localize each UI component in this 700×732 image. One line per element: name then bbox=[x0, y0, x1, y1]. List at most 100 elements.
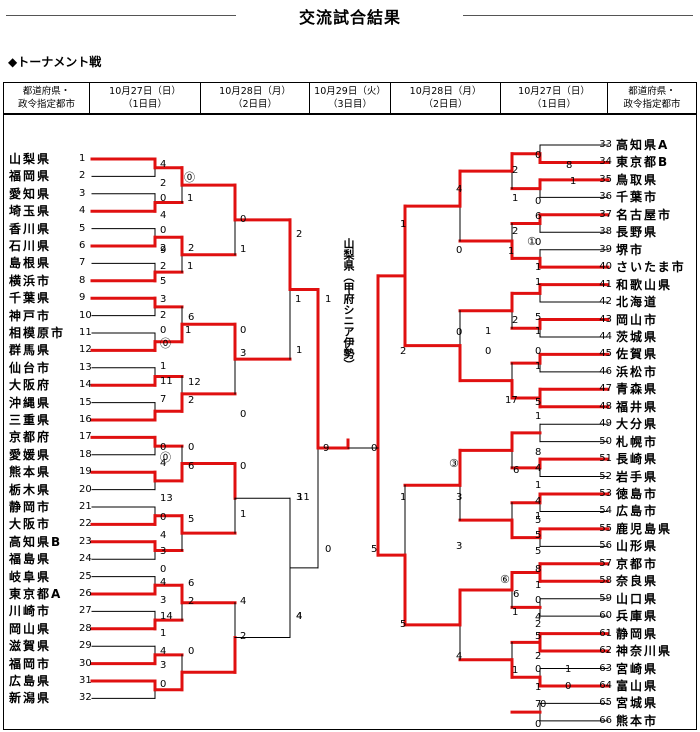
score-label: 1 bbox=[535, 511, 542, 522]
team-name-left: 高知県B bbox=[9, 534, 63, 549]
score-label: 0 bbox=[160, 225, 167, 236]
forfeit-mark: ① bbox=[527, 235, 537, 248]
team-number: 45 bbox=[599, 348, 612, 360]
team-name-right: 大分県 bbox=[616, 417, 659, 432]
team-name-left: 三重県 bbox=[9, 413, 52, 427]
team-number: 1 bbox=[79, 153, 86, 164]
team-number: 65 bbox=[599, 697, 612, 709]
score-label: 2 bbox=[160, 261, 167, 272]
score-label: 4 bbox=[296, 611, 303, 622]
score-label: 2 bbox=[160, 243, 167, 254]
team-name-right: 札幌市 bbox=[616, 434, 659, 449]
score-label: 3 bbox=[240, 348, 247, 359]
score-label: 0 bbox=[188, 442, 195, 453]
forfeit-mark: ⓪ bbox=[160, 337, 171, 350]
team-name-right: さいたま市 bbox=[616, 260, 686, 275]
team-name-left: 沖縄県 bbox=[9, 395, 52, 410]
score-label: 1 bbox=[535, 262, 542, 273]
score-label: 6 bbox=[513, 589, 520, 600]
team-name-left: 石川県 bbox=[9, 239, 52, 253]
score-label: 0 bbox=[456, 327, 463, 338]
team-name-left: 愛知県 bbox=[9, 186, 52, 201]
score-label: 3 bbox=[160, 294, 167, 305]
score-label: 4 bbox=[240, 596, 247, 607]
team-number: 55 bbox=[599, 522, 612, 534]
team-number: 11 bbox=[79, 327, 92, 338]
score-label: 1 bbox=[570, 176, 577, 187]
team-number: 29 bbox=[79, 640, 92, 652]
score-label: 12 bbox=[188, 377, 201, 388]
team-number: 51 bbox=[599, 453, 612, 465]
team-name-right: 茨城県 bbox=[616, 329, 659, 344]
team-name-right: 岩手県 bbox=[616, 469, 659, 484]
score-label: 4 bbox=[535, 496, 542, 507]
team-name-right: 浜松市 bbox=[616, 364, 659, 379]
score-label: 2 bbox=[512, 165, 519, 176]
score-label: 2 bbox=[188, 596, 195, 607]
score-label: 0 bbox=[535, 719, 542, 730]
team-number: 20 bbox=[79, 483, 92, 495]
team-number: 16 bbox=[79, 414, 92, 425]
score-label: 2 bbox=[240, 631, 247, 642]
score-label: 1 bbox=[512, 665, 519, 676]
score-label: 0 bbox=[240, 409, 247, 420]
score-label: 2 bbox=[512, 226, 519, 237]
team-number: 15 bbox=[79, 396, 92, 408]
team-number: 24 bbox=[79, 553, 92, 565]
score-label: 4 bbox=[160, 210, 167, 221]
section-subtitle: ◆トーナメント戦 bbox=[8, 55, 102, 69]
team-number: 50 bbox=[599, 435, 612, 447]
team-name-right: 広島市 bbox=[616, 504, 659, 519]
team-name-left: 横浜市 bbox=[9, 273, 52, 288]
score-label: 8 bbox=[535, 447, 542, 458]
score-label: 0 bbox=[485, 346, 492, 357]
score-label: 2 bbox=[400, 346, 407, 357]
score-label: 3 bbox=[160, 546, 167, 557]
team-number: 31 bbox=[79, 675, 92, 686]
team-name-left: 岡山県 bbox=[9, 621, 52, 636]
score-label: 1 bbox=[400, 492, 407, 503]
score-label: 1 bbox=[508, 246, 515, 257]
score-label: 0 bbox=[535, 664, 542, 675]
header-day3: 10月29日（火）（3日目） bbox=[309, 82, 391, 114]
score-label: 1 bbox=[240, 244, 247, 255]
team-name-right: 奈良県 bbox=[616, 574, 659, 589]
score-label: 5 bbox=[535, 546, 542, 557]
team-number: 44 bbox=[599, 330, 612, 342]
team-number: 19 bbox=[79, 466, 92, 478]
header-day1-right: 10月27日（日）（1日目） bbox=[500, 82, 608, 114]
score-label: 0 bbox=[535, 196, 542, 207]
team-number: 35 bbox=[599, 173, 612, 185]
team-name-left: 東京都A bbox=[9, 587, 63, 601]
team-name-left: 栃木県 bbox=[9, 482, 52, 497]
team-name-right: 鹿児島県 bbox=[616, 521, 673, 536]
score-label: 1 bbox=[325, 294, 332, 305]
forfeit-mark: ⓪ bbox=[160, 451, 171, 464]
score-label: 2 bbox=[188, 243, 195, 254]
score-label: 11 bbox=[160, 376, 173, 387]
score-label: 4 bbox=[160, 577, 167, 588]
team-number: 46 bbox=[599, 365, 612, 377]
score-label: 9 bbox=[323, 443, 330, 454]
team-name-right: 富山県 bbox=[616, 678, 659, 693]
bracket-frame bbox=[3, 114, 697, 730]
score-label: 0 bbox=[160, 679, 167, 690]
team-number: 26 bbox=[79, 588, 92, 599]
score-label: 1 bbox=[187, 193, 194, 204]
team-name-right: 高知県A bbox=[616, 138, 670, 152]
score-label: 1 bbox=[535, 361, 542, 372]
score-label: 3 bbox=[456, 492, 463, 503]
score-label: 1 bbox=[240, 509, 247, 520]
team-number: 40 bbox=[599, 261, 612, 273]
score-label: 0 bbox=[160, 193, 167, 204]
team-number: 36 bbox=[599, 191, 612, 203]
score-label: 3 bbox=[160, 595, 167, 606]
score-label: 1 bbox=[187, 261, 194, 272]
team-number: 48 bbox=[599, 400, 612, 412]
team-name-right: 佐賀県 bbox=[616, 347, 659, 362]
score-label: 14 bbox=[160, 611, 173, 622]
score-label: 1 bbox=[485, 326, 492, 337]
score-label: 5 bbox=[371, 544, 378, 555]
team-name-left: 福岡県 bbox=[9, 169, 52, 184]
score-label: 4 bbox=[456, 184, 463, 195]
